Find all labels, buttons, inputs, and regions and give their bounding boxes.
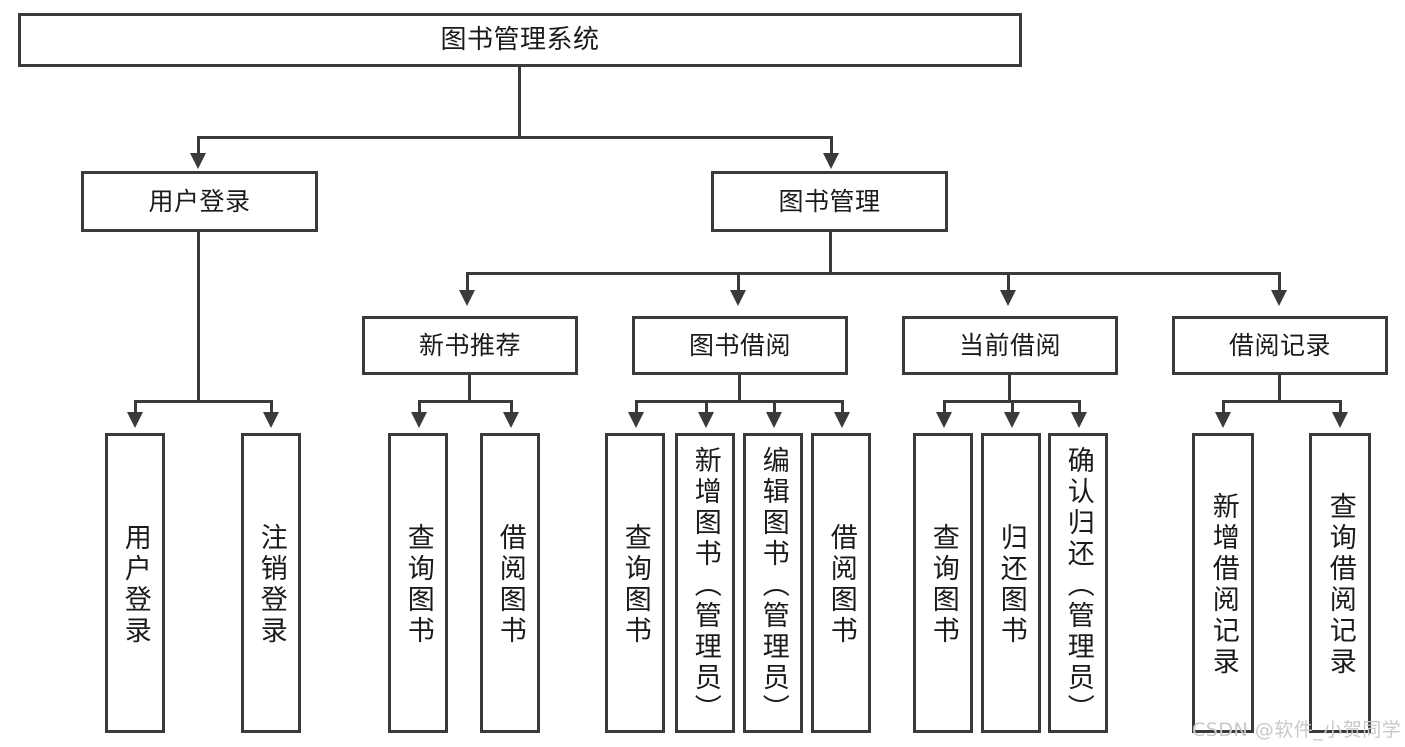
node-label: 图书管理系统 bbox=[440, 24, 600, 55]
edge-book-management-bus bbox=[466, 272, 1281, 275]
arrow-bb-to-leaf-3 bbox=[766, 412, 782, 428]
node-root-book-management-system[interactable]: 图书管理系统 bbox=[18, 13, 1022, 67]
node-label: 查询图书 bbox=[927, 523, 959, 647]
edge-bm-to-new-book bbox=[466, 272, 469, 293]
edge-root-to-user-login bbox=[197, 136, 200, 157]
node-label: 注销登录 bbox=[255, 523, 287, 647]
node-user-login[interactable]: 用户登录 bbox=[81, 171, 318, 232]
edge-new-book-stem bbox=[468, 375, 471, 400]
node-label: 查询图书 bbox=[619, 523, 651, 647]
edge-current-borrow-stem bbox=[1008, 375, 1011, 400]
node-current-borrow[interactable]: 当前借阅 bbox=[902, 316, 1118, 375]
arrow-bm-to-current-borrow bbox=[1000, 290, 1016, 306]
arrow-root-to-user-login bbox=[190, 153, 206, 169]
edge-root-stem bbox=[518, 67, 521, 136]
node-label: 用户登录 bbox=[148, 187, 251, 216]
node-borrow-record[interactable]: 借阅记录 bbox=[1172, 316, 1388, 375]
node-label: 图书管理 bbox=[778, 187, 881, 216]
node-label: 编辑图书（管理员） bbox=[757, 445, 789, 725]
edge-bb-to-leaf-1 bbox=[635, 400, 638, 415]
node-label: 查询借阅记录 bbox=[1324, 492, 1356, 678]
edge-new-book-to-leaf-2 bbox=[510, 400, 513, 415]
leaf-new-book-borrow-book[interactable]: 借阅图书 bbox=[480, 433, 540, 733]
leaf-book-borrow-add-book-admin[interactable]: 新增图书（管理员） bbox=[675, 433, 735, 733]
arrow-bb-to-leaf-4 bbox=[834, 412, 850, 428]
edge-new-book-bus bbox=[418, 400, 513, 403]
arrow-user-login-to-leaf-2 bbox=[263, 412, 279, 428]
node-label: 借阅图书 bbox=[825, 523, 857, 647]
node-book-management[interactable]: 图书管理 bbox=[711, 171, 948, 232]
node-label: 新增图书（管理员） bbox=[689, 445, 721, 725]
arrow-new-book-to-leaf-1 bbox=[411, 412, 427, 428]
arrow-br-to-leaf-2 bbox=[1332, 412, 1348, 428]
arrow-root-to-book-management bbox=[823, 153, 839, 169]
node-label: 图书借阅 bbox=[688, 331, 791, 360]
node-label: 借阅图书 bbox=[494, 523, 526, 647]
leaf-current-borrow-confirm-return-admin[interactable]: 确认归还（管理员） bbox=[1048, 433, 1108, 733]
edge-cb-to-leaf-1 bbox=[943, 400, 946, 415]
node-label: 新增借阅记录 bbox=[1207, 492, 1239, 678]
edge-bm-to-borrow-record bbox=[1278, 272, 1281, 293]
arrow-bb-to-leaf-2 bbox=[698, 412, 714, 428]
arrow-bm-to-book-borrow bbox=[730, 290, 746, 306]
edge-new-book-to-leaf-1 bbox=[418, 400, 421, 415]
arrow-cb-to-leaf-3 bbox=[1071, 412, 1087, 428]
edge-bb-to-leaf-3 bbox=[773, 400, 776, 415]
leaf-book-borrow-borrow-book[interactable]: 借阅图书 bbox=[811, 433, 871, 733]
node-label: 查询图书 bbox=[402, 523, 434, 647]
arrow-cb-to-leaf-2 bbox=[1004, 412, 1020, 428]
edge-user-login-bus bbox=[134, 400, 273, 403]
leaf-borrow-record-query-record[interactable]: 查询借阅记录 bbox=[1309, 433, 1371, 733]
node-new-book-recommend[interactable]: 新书推荐 bbox=[362, 316, 578, 375]
arrow-bm-to-borrow-record bbox=[1271, 290, 1287, 306]
leaf-book-borrow-edit-book-admin[interactable]: 编辑图书（管理员） bbox=[743, 433, 803, 733]
edge-borrow-record-bus bbox=[1222, 400, 1342, 403]
leaf-user-login-logout[interactable]: 注销登录 bbox=[241, 433, 301, 733]
leaf-user-login-user-login[interactable]: 用户登录 bbox=[105, 433, 165, 733]
node-label: 借阅记录 bbox=[1228, 331, 1331, 360]
edge-book-management-stem bbox=[829, 232, 832, 272]
edge-bm-to-current-borrow bbox=[1007, 272, 1010, 293]
edge-bm-to-book-borrow bbox=[737, 272, 740, 293]
edge-cb-to-leaf-2 bbox=[1011, 400, 1014, 415]
leaf-current-borrow-return-book[interactable]: 归还图书 bbox=[981, 433, 1041, 733]
edge-book-borrow-stem bbox=[738, 375, 741, 400]
leaf-borrow-record-add-record[interactable]: 新增借阅记录 bbox=[1192, 433, 1254, 733]
arrow-br-to-leaf-1 bbox=[1215, 412, 1231, 428]
edge-user-login-to-leaf-2 bbox=[270, 400, 273, 415]
edge-borrow-record-stem bbox=[1278, 375, 1281, 400]
arrow-user-login-to-leaf-1 bbox=[127, 412, 143, 428]
node-label: 当前借阅 bbox=[958, 331, 1061, 360]
leaf-new-book-query-book[interactable]: 查询图书 bbox=[388, 433, 448, 733]
edge-bb-to-leaf-2 bbox=[705, 400, 708, 415]
node-label: 新书推荐 bbox=[418, 331, 521, 360]
edge-book-borrow-bus bbox=[635, 400, 843, 403]
edge-br-to-leaf-2 bbox=[1339, 400, 1342, 415]
node-label: 用户登录 bbox=[119, 523, 151, 647]
edge-user-login-to-leaf-1 bbox=[134, 400, 137, 415]
edge-root-to-book-management bbox=[830, 136, 833, 157]
edge-root-bus bbox=[197, 136, 833, 139]
edge-user-login-stem bbox=[197, 232, 200, 400]
leaf-current-borrow-query-book[interactable]: 查询图书 bbox=[913, 433, 973, 733]
arrow-bm-to-new-book bbox=[459, 290, 475, 306]
node-book-borrow[interactable]: 图书借阅 bbox=[632, 316, 848, 375]
arrow-cb-to-leaf-1 bbox=[936, 412, 952, 428]
edge-cb-to-leaf-3 bbox=[1078, 400, 1081, 415]
arrow-bb-to-leaf-1 bbox=[628, 412, 644, 428]
arrow-new-book-to-leaf-2 bbox=[503, 412, 519, 428]
edge-bb-to-leaf-4 bbox=[841, 400, 844, 415]
node-label: 归还图书 bbox=[995, 523, 1027, 647]
edge-br-to-leaf-1 bbox=[1222, 400, 1225, 415]
node-label: 确认归还（管理员） bbox=[1062, 445, 1094, 725]
leaf-book-borrow-query-book[interactable]: 查询图书 bbox=[605, 433, 665, 733]
